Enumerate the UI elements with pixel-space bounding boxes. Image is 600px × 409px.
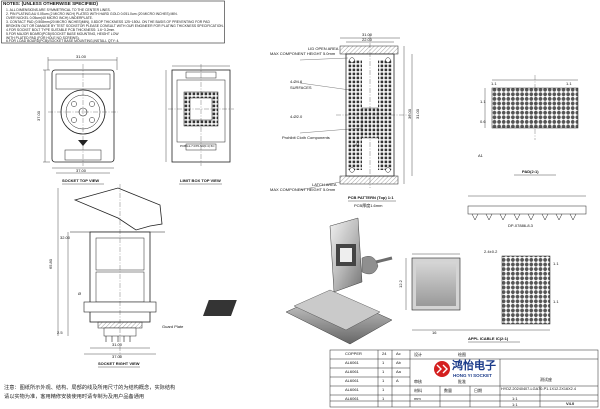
callout-lid-open-area: LID OPEN AREA (308, 46, 339, 51)
tb-row-rev: A (396, 378, 399, 383)
tb-row-rev: Aa (396, 369, 401, 374)
dim-pad-side: 1.1 (480, 99, 486, 104)
dim-hole-d: 4-Ø4.6 (290, 79, 303, 84)
title-block (329, 349, 599, 408)
note-line: 1. ALL DIMENSIONS ARE SYMMETRICAL TO THE… (6, 8, 111, 12)
caption-pcb-thickness: PCB厚度1.6mm (354, 203, 383, 208)
dim-ic-side: 1.1 (553, 261, 559, 266)
callout-dp-part: DP-07886-8.3 (508, 223, 533, 228)
callout-max-component-top: MAX COMPONENT HEIGHT 5.0mm (270, 51, 336, 56)
callout-latch-area: LATCH AREA (312, 182, 337, 187)
note-line: 5.FOR MAJOR BOARD(PCB)/SOCKET BASE MOUNT… (6, 32, 119, 36)
pcb-pattern-view (299, 34, 413, 191)
tb-checked: 测试座 (540, 377, 552, 382)
tb-row-rev: Ab (396, 360, 401, 365)
dim-right-height: 65.80 (48, 258, 54, 270)
note-line: 2. PIN PLATING:AU 0.05um (2 MICRO INCH) … (6, 12, 178, 16)
dim-pcb-h: 36.00 (407, 108, 413, 120)
dim-top-width2: 37.00 (76, 168, 87, 173)
caption-pad: PAD(2:1) (522, 169, 539, 174)
tb-scale2: 1:1 (512, 402, 518, 407)
company-name-en: HONG YI SOCKET (453, 373, 492, 378)
callout-guard-plate: Guard Plate (162, 324, 184, 329)
tb-row-qty: 1 (382, 387, 385, 392)
tb-row-material: COPPER (345, 351, 362, 356)
socket-photo-3d (202, 217, 393, 345)
company-name-cn: 鸿怡电子 (452, 360, 496, 372)
dim-ic-pitch: 2.4±0.2 (484, 249, 498, 254)
pad-view (484, 75, 579, 140)
callout-max-component-bottom: MAX COMPONENT HEIGHT 5.0mm (270, 187, 336, 192)
dim-right-small2: 32.00 (60, 235, 71, 240)
socket-top-view (43, 57, 118, 174)
callout-pcb-mark: PCBG1-7.0X5-S0(0.4) 6C (180, 144, 215, 148)
dim-ic-pitch2: 1.1 (553, 299, 559, 304)
tb-row-material: AL6061 (345, 387, 359, 392)
dim-right-w2: 37.00 (112, 354, 123, 359)
company-logo-mark (434, 361, 450, 377)
caption-socket-right-view: SOCKET RIGHT VIEW (98, 361, 140, 366)
dim-pcb-h2: 31.00 (415, 108, 421, 120)
footer-note-line1: 注意：图纸所示外观、结构、局部的线及所用尺寸的为结构概念，实际结构 (4, 385, 176, 391)
dim-ic-w: 16 (432, 330, 437, 335)
dim-right-w1: 31.00 (112, 342, 123, 347)
dim-phi: Ø (78, 291, 82, 296)
tb-row-qty: 1 (382, 395, 385, 401)
dim-pad-1-1b: 1.1 (566, 81, 572, 86)
limit-box-top-view (165, 64, 234, 166)
tb-drawn: 绘图 (458, 352, 466, 357)
tb-date-label: 日期 (474, 388, 482, 393)
dim-pad-1-1: 1.1 (491, 81, 497, 86)
tb-row-rev: Ac (396, 351, 401, 356)
callout-prohibit: Prohibit Cloth Components (282, 135, 330, 140)
notes-box (1, 0, 225, 44)
tb-scale: 1:1 (512, 396, 518, 401)
tb-sheet-no: V4.0 (566, 401, 575, 406)
dim-ic-h: 12.2 (397, 280, 403, 288)
tb-row-qty: 24 (382, 351, 387, 356)
dim-top-height: 37.00 (36, 110, 42, 122)
applicable-ic-view (405, 253, 551, 331)
tb-material-label: 材料 (414, 388, 422, 393)
callout-a1-pad: A1 (478, 153, 483, 158)
callout-surfaces: SURFACES (290, 85, 312, 90)
note-line: 4.FOR SOCKET BOLT TYPE SUITABLE PCB THIC… (6, 28, 116, 32)
tb-row-qty: 1 (382, 369, 385, 374)
note-line: WITH PLATED PAD (FOR HOLE NO SCREWS). (6, 35, 80, 40)
tb-audit: 审核 (414, 379, 422, 384)
caption-applicable-ic: APPL ICABLE IC(2:1) (468, 336, 509, 341)
tb-row-qty: 1 (382, 378, 385, 383)
callout-a1: A1 (355, 142, 360, 147)
dim-right-small: 2.5 (57, 330, 63, 335)
note-line: 3. CONTACT PAD (0.508mm(20 MICRO INCHES)… (6, 20, 210, 24)
dim-pcb-w1: 31.00 (362, 32, 373, 37)
tb-designed: 设计 (414, 352, 422, 357)
tb-row-material: AL6061 (345, 369, 359, 374)
tb-row-material: AL6061 (345, 360, 359, 365)
note-line: 6.FOR LOAD BOARD(PCB)/SOCKET BASE MOUNTI… (6, 38, 120, 43)
tb-qty-label: 数量 (444, 388, 452, 393)
tb-approved: 批准 (458, 379, 466, 384)
caption-limit-box-top-view: LIMIT BOX TOP VIEW (180, 178, 221, 183)
note-line: OVER NICKEL 0.05um(40 MICRO INCH) UNDERP… (6, 16, 93, 20)
notes-title: NOTES: (UNLESS OTHERWISE SPECIFIED) (3, 1, 98, 6)
tb-part-no: HYDZ.20240407-LGA70-P1.1X12.2X16X2.4 (501, 387, 576, 391)
tb-row-material: AL6061 (345, 378, 359, 383)
dim-pad-0-6: 0.6 (480, 119, 486, 124)
caption-pcb-pattern: PCB PATTERN (Top) 1:1 (348, 195, 394, 200)
note-line: BROKEN OUT OR DAMAGE BY TEST SOCKETOR PL… (6, 24, 224, 28)
tb-unit: mm (414, 396, 421, 401)
caption-socket-top-view: SOCKET TOP VIEW (62, 178, 100, 183)
dim-pcb-w2: 22.00 (362, 36, 373, 42)
socket-right-view (57, 184, 165, 358)
dim-pcb-small1: 4-Ø2.0 (290, 114, 303, 119)
tb-row-qty: 1 (382, 360, 385, 365)
footer-note-line2: 请以实物为准，客用精修安装使用时请专制为及用户品备通用 (4, 394, 145, 400)
dp-part-view (467, 195, 587, 221)
tb-row-material: AL6061 (345, 395, 359, 401)
dim-top-width: 31.00 (76, 54, 87, 59)
